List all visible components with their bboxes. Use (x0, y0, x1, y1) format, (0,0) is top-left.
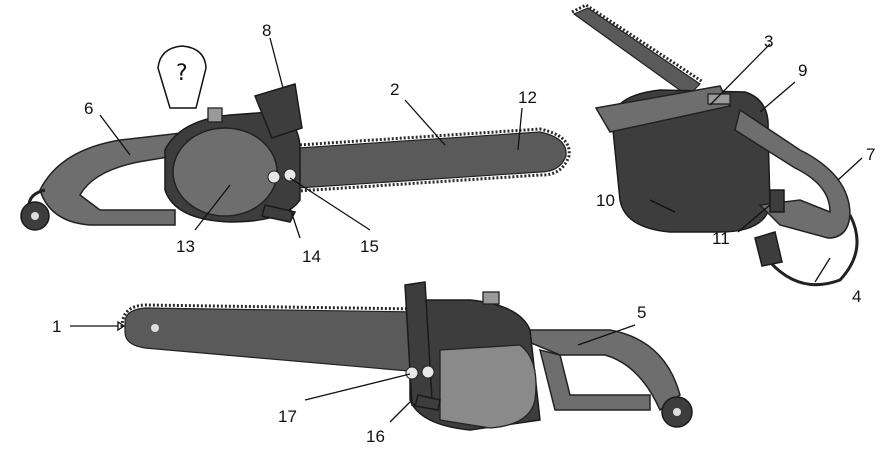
oil-cap (207, 107, 223, 123)
callout-8: 8 (262, 21, 271, 40)
guide-bar-left (124, 307, 421, 373)
chainsaw-view-left (120, 281, 693, 431)
callout-16: 16 (366, 427, 385, 446)
spike-bumper (261, 204, 297, 223)
callout-labels: 1 2 3 4 5 6 7 8 9 10 11 12 13 14 15 16 1… (52, 21, 875, 446)
manual-warning-symbol (157, 45, 207, 109)
power-cord-rear (768, 214, 859, 287)
sprocket-cover-left (439, 344, 537, 429)
callout-10: 10 (596, 191, 615, 210)
cord-plug-rear (754, 231, 783, 267)
cord-plug-center-left (673, 408, 681, 416)
trigger-switch (769, 189, 785, 213)
leader-lines (70, 37, 863, 423)
callout-11: 11 (712, 229, 730, 248)
saw-chain (267, 127, 571, 195)
bar-nut-left (421, 365, 435, 379)
front-hand-guard-rear (594, 85, 732, 133)
warning-glyph: ? (176, 61, 188, 86)
callout-17: 17 (278, 407, 297, 426)
bar-nut (267, 170, 281, 184)
bar-nut-left (405, 366, 419, 380)
callout-15: 15 (360, 237, 379, 256)
saw-chain-rear (571, 3, 704, 84)
callout-4: 4 (852, 287, 861, 306)
spike-bumper-left (414, 394, 441, 411)
bar-tip-hole (151, 324, 159, 332)
callout-2: 2 (390, 80, 399, 99)
chainsaw-view-rear (571, 3, 859, 287)
callout-7: 7 (866, 145, 875, 164)
front-hand-guard (253, 83, 303, 139)
guide-bar (267, 131, 567, 191)
cord-plug-center (31, 212, 39, 220)
sprocket-cover (172, 127, 278, 217)
callout-12: 12 (518, 88, 537, 107)
callout-9: 9 (798, 61, 807, 80)
callout-1: 1 (52, 317, 61, 336)
handle-loop-left (538, 348, 651, 411)
guide-bar-rear (572, 7, 701, 97)
callout-5: 5 (637, 303, 646, 322)
callout-3: 3 (764, 32, 773, 51)
cap-left (482, 291, 500, 305)
bar-nut (283, 168, 297, 182)
callout-14: 14 (302, 247, 321, 266)
switch-lock (707, 93, 731, 105)
callout-13: 13 (176, 237, 195, 256)
rear-handle-rear (734, 108, 851, 239)
callout-6: 6 (84, 99, 93, 118)
chainsaw-view-side: ? (20, 45, 571, 231)
